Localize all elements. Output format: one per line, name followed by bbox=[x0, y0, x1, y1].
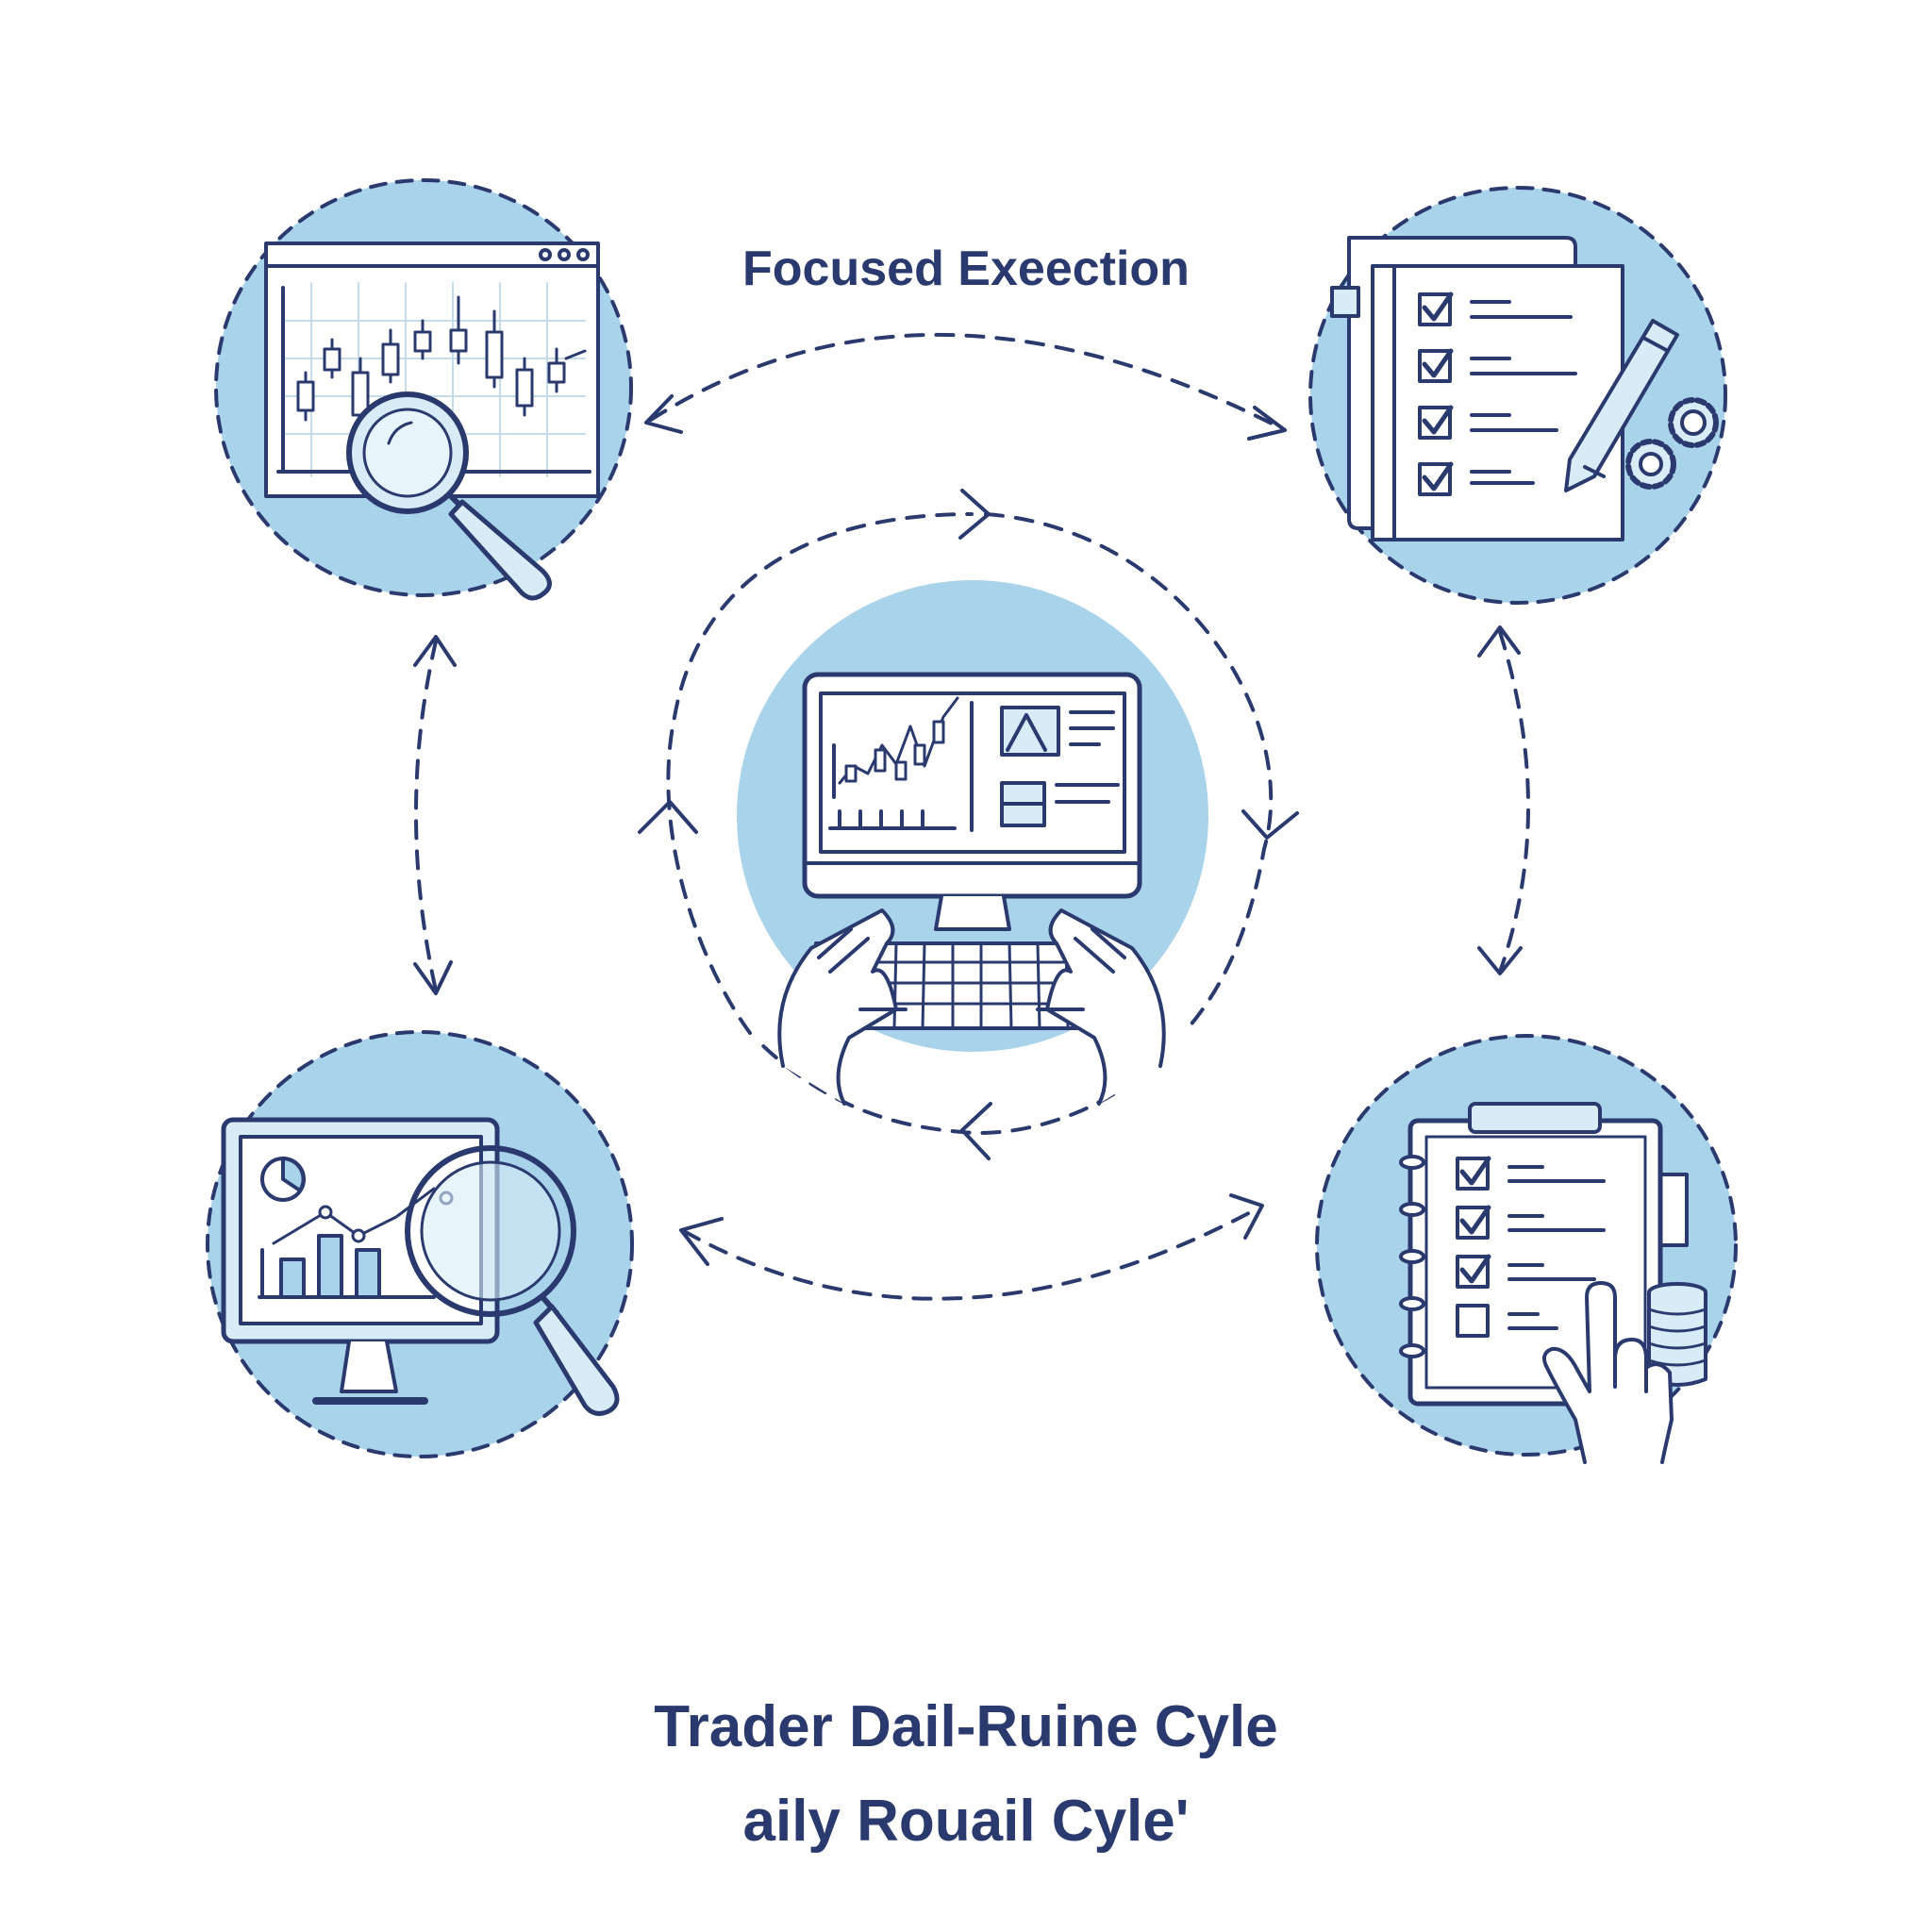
arrowhead-left-bottom bbox=[413, 960, 453, 995]
inner-arrowhead-bottom bbox=[960, 1102, 992, 1160]
connector-top-arrow bbox=[649, 333, 1285, 431]
inner-arrowhead-top bbox=[958, 489, 991, 540]
node-checklist-plan bbox=[1308, 186, 1727, 605]
connector-left-arrow bbox=[414, 640, 438, 992]
inner-arrowhead-left bbox=[638, 800, 698, 834]
arrowhead-right-top bbox=[1477, 625, 1521, 658]
monitor-chart-magnifier-icon bbox=[221, 1117, 620, 1416]
arrowhead-bottom-left bbox=[679, 1217, 724, 1266]
diagram-title-line-2: aily Rouail Cyle' bbox=[742, 1789, 1190, 1854]
diagram-title-line-1: Trader Dail-Ruine Cyle bbox=[654, 1694, 1278, 1759]
inner-arrowhead-right bbox=[1241, 809, 1299, 840]
connector-bottom-arrow bbox=[682, 1206, 1261, 1301]
connector-right-arrow bbox=[1498, 630, 1530, 974]
clipboard-checklist-hand-icon bbox=[1399, 1102, 1707, 1464]
arrowhead-top-left bbox=[644, 394, 683, 434]
candlestick-magnifier-icon bbox=[264, 242, 600, 601]
arrowhead-left-top bbox=[413, 635, 457, 667]
arrowhead-right-bottom bbox=[1477, 946, 1523, 975]
arrowhead-top-right bbox=[1247, 406, 1287, 441]
arrowhead-bottom-right bbox=[1229, 1193, 1264, 1240]
computer-keyboard-hands-icon bbox=[777, 672, 1166, 1106]
node-performance-review bbox=[206, 1030, 634, 1458]
node-journal-review bbox=[1315, 1034, 1738, 1464]
node-chart-analysis bbox=[214, 178, 633, 601]
node-focused-execution bbox=[737, 580, 1208, 1106]
checklist-pen-icon bbox=[1330, 236, 1719, 541]
focused-execution-label: Focused Exeection bbox=[742, 242, 1190, 296]
